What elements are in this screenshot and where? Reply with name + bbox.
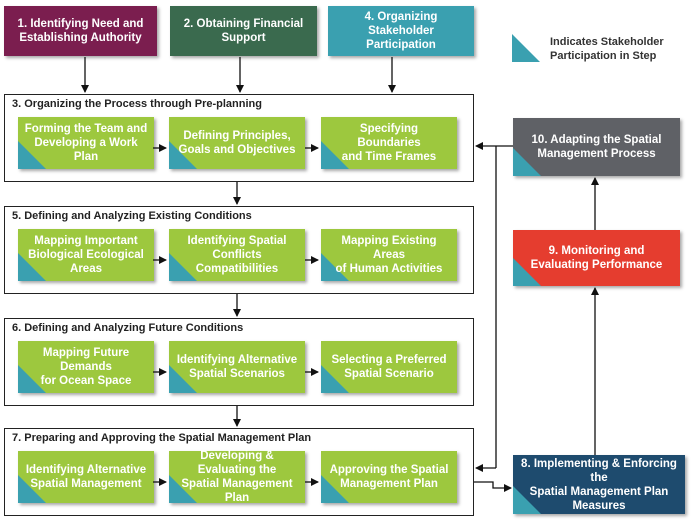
step-4-box: 4. Organizing Stakeholder Participation bbox=[328, 6, 474, 56]
step-8-box: 8. Implementing & Enforcing the Spatial … bbox=[513, 455, 685, 514]
legend-swatch-icon bbox=[512, 34, 540, 62]
participation-marker-icon bbox=[513, 486, 541, 514]
task-box: Identifying Alternative Spatial Scenario… bbox=[169, 341, 305, 393]
step-1-label: 1. Identifying Need and Establishing Aut… bbox=[17, 18, 144, 44]
task-box: Mapping Existing Areas of Human Activiti… bbox=[321, 229, 457, 281]
frame-step-3: 3. Organizing the Process through Pre-pl… bbox=[4, 94, 474, 182]
step-9-box: 9. Monitoring and Evaluating Performance bbox=[513, 230, 680, 286]
step-10-label: 10. Adapting the Spatial Management Proc… bbox=[531, 134, 662, 160]
participation-marker-icon bbox=[513, 148, 541, 176]
participation-marker-icon bbox=[321, 475, 349, 503]
frame-title: 3. Organizing the Process through Pre-pl… bbox=[12, 98, 262, 110]
task-label: Approving the Spatial Management Plan bbox=[329, 464, 449, 490]
task-box: Identifying Spatial Conflicts Compatibil… bbox=[169, 229, 305, 281]
task-label: Identifying Alternative Spatial Scenario… bbox=[176, 354, 298, 380]
task-label: Selecting a Preferred Spatial Scenario bbox=[331, 354, 447, 380]
frame-title: 5. Defining and Analyzing Existing Condi… bbox=[12, 210, 252, 222]
participation-marker-icon bbox=[169, 253, 197, 281]
task-label: Identifying Spatial Conflicts Compatibil… bbox=[187, 235, 287, 275]
participation-marker-icon bbox=[169, 141, 197, 169]
task-box: Defining Principles, Goals and Objective… bbox=[169, 117, 305, 169]
task-box: Identifying Alternative Spatial Manageme… bbox=[18, 451, 154, 503]
task-label: Mapping Important Biological Ecological … bbox=[28, 235, 144, 275]
participation-marker-icon bbox=[169, 475, 197, 503]
step-4-label: 4. Organizing Stakeholder Participation bbox=[364, 11, 438, 51]
frame-step-6: 6. Defining and Analyzing Future Conditi… bbox=[4, 318, 474, 406]
task-box: Mapping Important Biological Ecological … bbox=[18, 229, 154, 281]
participation-marker-icon bbox=[321, 141, 349, 169]
participation-marker-icon bbox=[321, 365, 349, 393]
participation-marker-icon bbox=[169, 365, 197, 393]
step-9-label: 9. Monitoring and Evaluating Performance bbox=[530, 245, 663, 271]
step-2-box: 2. Obtaining Financial Support bbox=[170, 6, 317, 56]
step-1-box: 1. Identifying Need and Establishing Aut… bbox=[4, 6, 157, 56]
task-label: Defining Principles, Goals and Objective… bbox=[178, 130, 296, 156]
participation-marker-icon bbox=[513, 258, 541, 286]
step-8-label: 8. Implementing & Enforcing the Spatial … bbox=[521, 457, 677, 512]
frame-step-7: 7. Preparing and Approving the Spatial M… bbox=[4, 428, 474, 516]
participation-marker-icon bbox=[18, 365, 46, 393]
legend-text: Indicates Stakeholder Participation in S… bbox=[550, 36, 664, 62]
task-label: Forming the Team and Developing a Work P… bbox=[24, 123, 148, 163]
task-label: Mapping Future Demands for Ocean Space bbox=[40, 347, 132, 387]
frame-title: 7. Preparing and Approving the Spatial M… bbox=[12, 432, 312, 444]
participation-marker-icon bbox=[18, 141, 46, 169]
frame-step-5: 5. Defining and Analyzing Existing Condi… bbox=[4, 206, 474, 294]
step-2-label: 2. Obtaining Financial Support bbox=[183, 18, 304, 44]
participation-marker-icon bbox=[18, 253, 46, 281]
task-box: Developing & Evaluating the Spatial Mana… bbox=[169, 450, 305, 504]
participation-marker-icon bbox=[321, 253, 349, 281]
task-label: Developing & Evaluating the Spatial Mana… bbox=[181, 450, 293, 504]
task-label: Mapping Existing Areas of Human Activiti… bbox=[335, 235, 443, 275]
arrow bbox=[474, 481, 512, 492]
participation-marker-icon bbox=[18, 475, 46, 503]
step-10-box: 10. Adapting the Spatial Management Proc… bbox=[513, 118, 680, 176]
task-box: Forming the Team and Developing a Work P… bbox=[18, 117, 154, 169]
task-label: Identifying Alternative Spatial Manageme… bbox=[25, 464, 147, 490]
task-box: Specifying Boundaries and Time Frames bbox=[321, 117, 457, 169]
task-label: Specifying Boundaries and Time Frames bbox=[341, 123, 437, 163]
frame-title: 6. Defining and Analyzing Future Conditi… bbox=[12, 322, 244, 334]
task-box: Mapping Future Demands for Ocean Space bbox=[18, 341, 154, 393]
task-box: Selecting a Preferred Spatial Scenario bbox=[321, 341, 457, 393]
task-box: Approving the Spatial Management Plan bbox=[321, 451, 457, 503]
